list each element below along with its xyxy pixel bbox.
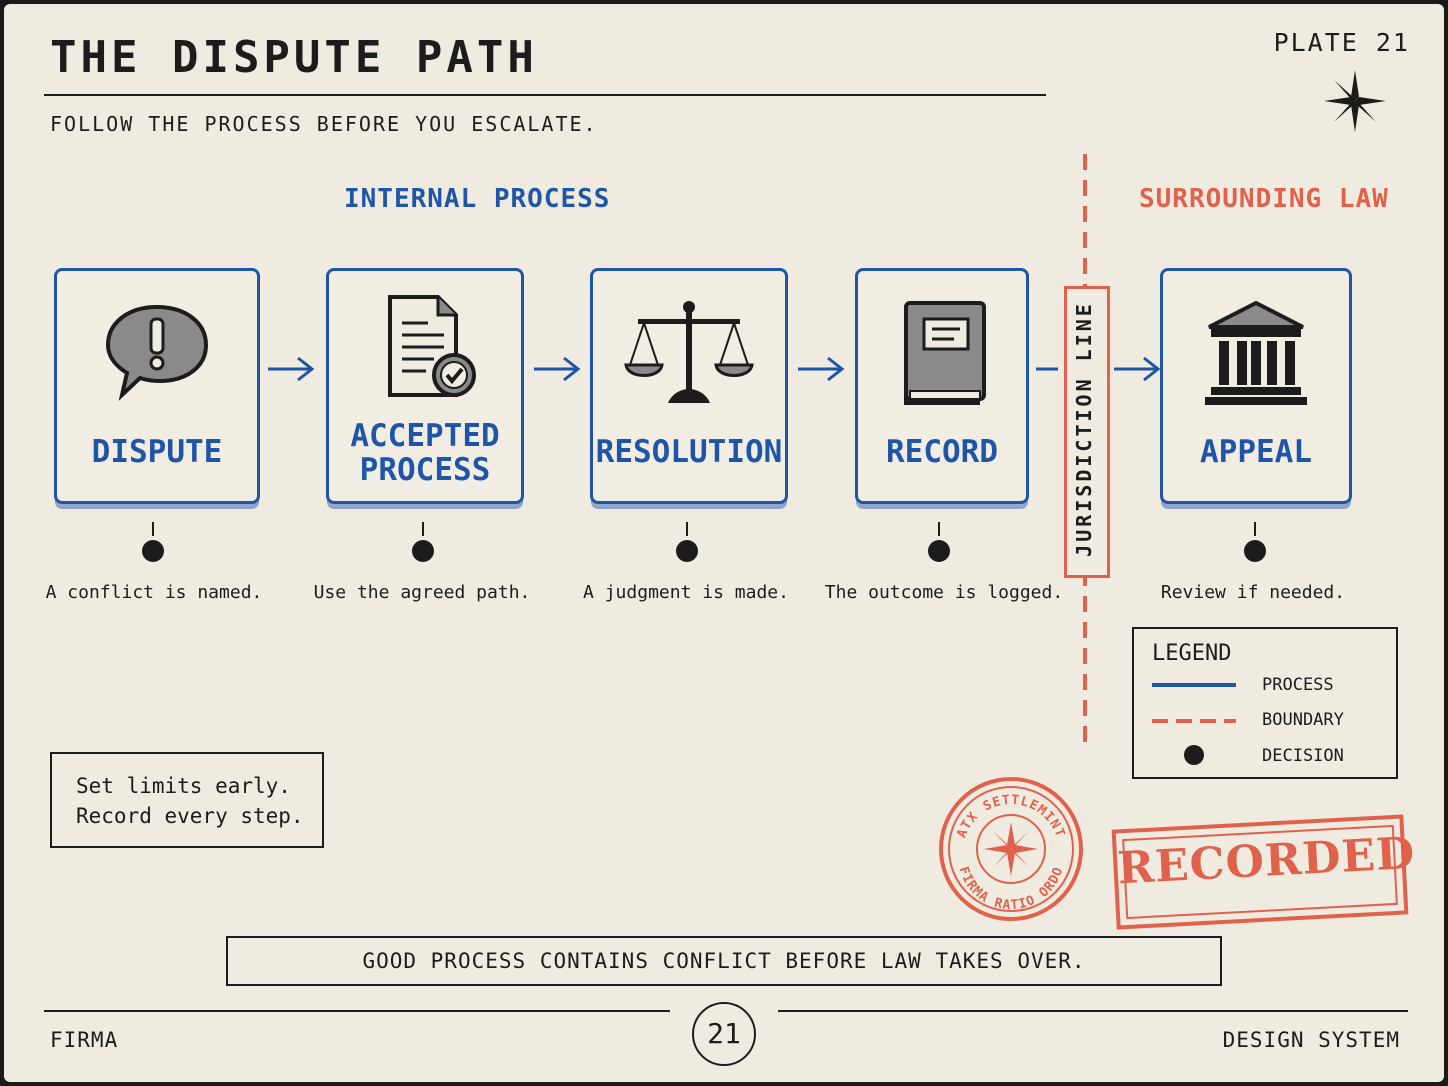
footer-rule-left — [44, 1010, 670, 1012]
step-record-box: RECORD — [855, 268, 1029, 504]
step-record-label: RECORD — [886, 434, 998, 470]
section-surrounding-law: SURROUNDING LAW — [1139, 184, 1389, 214]
scales-icon — [624, 301, 754, 403]
step-appeal-box: APPEAL — [1160, 268, 1352, 504]
decision-dot — [676, 540, 698, 562]
step-accepted-process-box: ACCEPTED PROCESS — [326, 268, 524, 504]
decision-stem — [1254, 522, 1256, 536]
arrow-right-icon — [268, 356, 315, 382]
note-line-2: Record every step. — [76, 804, 304, 828]
step-resolution-box: RESOLUTION — [590, 268, 788, 504]
section-internal-process: INTERNAL PROCESS — [344, 184, 611, 214]
seal-star-icon — [984, 822, 1038, 876]
note-box: Set limits early. Record every step. — [50, 752, 324, 848]
decision-stem — [938, 522, 940, 536]
decision-stem — [422, 522, 424, 536]
arrow-right-icon — [534, 356, 581, 382]
compass-star-icon — [1324, 70, 1386, 132]
step-dispute-desc: A conflict is named. — [45, 582, 263, 603]
recorded-stamp: RECORDED — [1111, 814, 1416, 930]
plate-number: PLATE 21 — [1273, 28, 1410, 57]
footer-brand: FIRMA — [50, 1028, 119, 1052]
page-title: THE DISPUTE PATH — [50, 32, 538, 83]
settlement-seal: ATX SETTLEMINT FIRMA RATIO ORDO — [939, 777, 1083, 921]
legend: LEGEND PROCESS BOUNDARY DECISION — [1132, 627, 1398, 779]
step-record-desc: The outcome is logged. — [824, 582, 1064, 603]
jurisdiction-label: JURISDICTION LINE — [1072, 301, 1096, 557]
title-rule — [44, 94, 1046, 96]
step-accepted-process-label-2: PROCESS — [359, 452, 491, 488]
step-dispute-label: DISPUTE — [91, 434, 223, 470]
step-accepted-process-label-1: ACCEPTED — [350, 418, 500, 454]
page-number: 21 — [692, 1002, 756, 1066]
decision-stem — [686, 522, 688, 536]
step-dispute-box: DISPUTE — [54, 268, 260, 504]
book-icon — [904, 301, 986, 405]
legend-process-swatch — [1152, 683, 1236, 687]
arrow-right-icon — [798, 356, 845, 382]
decision-dot — [928, 540, 950, 562]
footer-rule-right — [778, 1010, 1408, 1012]
step-accepted-process-desc: Use the agreed path. — [313, 582, 531, 603]
step-appeal-label: APPEAL — [1200, 434, 1312, 470]
connector-dash — [1036, 367, 1058, 371]
step-resolution-desc: A judgment is made. — [583, 582, 789, 603]
decision-dot — [412, 540, 434, 562]
courthouse-icon — [1205, 300, 1307, 405]
legend-boundary-swatch — [1152, 719, 1236, 723]
jurisdiction-label-box — [1064, 286, 1110, 578]
legend-process-label: PROCESS — [1262, 675, 1334, 695]
legend-decision-label: DECISION — [1262, 746, 1344, 766]
step-resolution-label: RESOLUTION — [595, 434, 783, 470]
step-appeal-desc: Review if needed. — [1160, 582, 1346, 603]
decision-dot — [142, 540, 164, 562]
summary-banner: GOOD PROCESS CONTAINS CONFLICT BEFORE LA… — [226, 936, 1222, 986]
legend-title: LEGEND — [1152, 641, 1232, 666]
legend-boundary-label: BOUNDARY — [1262, 710, 1344, 730]
footer-series: DESIGN SYSTEM — [1222, 1028, 1400, 1052]
decision-stem — [152, 522, 154, 536]
page-subtitle: FOLLOW THE PROCESS BEFORE YOU ESCALATE. — [50, 112, 598, 136]
plate-page: THE DISPUTE PATH FOLLOW THE PROCESS BEFO… — [4, 4, 1444, 1082]
document-check-icon — [388, 295, 476, 397]
legend-decision-swatch — [1184, 745, 1204, 765]
speech-bubble-alert-icon — [105, 304, 209, 401]
note-line-1: Set limits early. — [76, 774, 291, 798]
arrow-right-icon — [1114, 356, 1161, 382]
decision-dot — [1244, 540, 1266, 562]
